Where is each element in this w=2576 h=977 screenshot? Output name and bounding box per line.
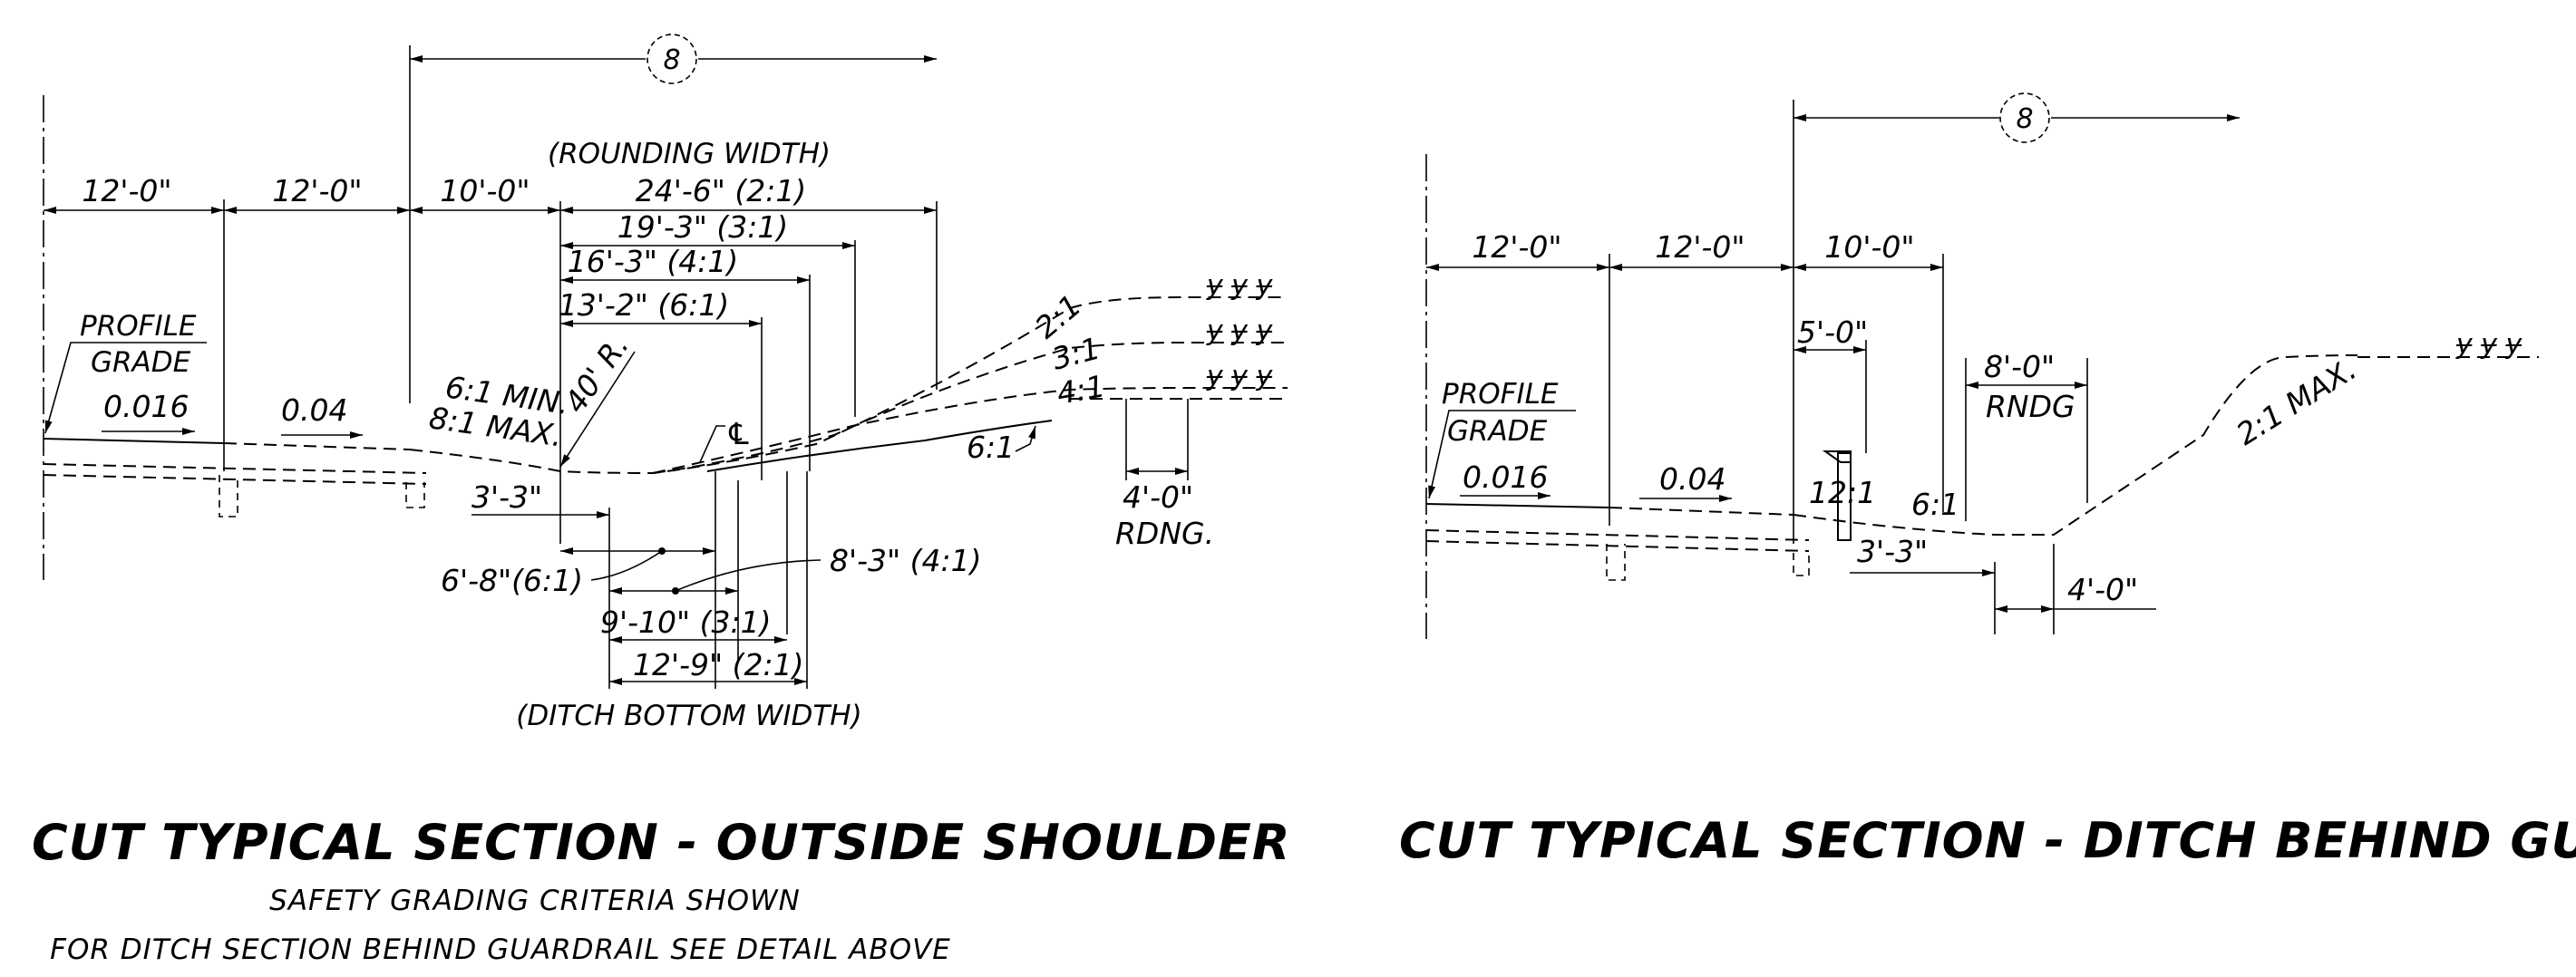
left-subtitle-2: FOR DITCH SECTION BEHIND GUARDRAIL SEE D… xyxy=(50,933,951,966)
pavement-layer xyxy=(1425,540,1810,552)
note8-tag: 8 xyxy=(2016,103,2033,135)
rounding-abbr: RDNG. xyxy=(1115,516,1214,551)
slope-max: 2:1 MAX. xyxy=(2231,351,2363,451)
slope-016: 0.016 xyxy=(103,389,189,424)
slope-4to1: 4:1 xyxy=(1055,368,1108,411)
dim-6ft8: 6'-8"(6:1) xyxy=(441,563,583,598)
dim-12ft-b: 12'-0" xyxy=(1655,229,1745,265)
grass-symbol: ɏ ɏ ɏ xyxy=(1206,270,1274,302)
slope-6to1-leader xyxy=(1015,425,1036,452)
dim-68-leader xyxy=(590,550,663,581)
right-title: CUT TYPICAL SECTION - DITCH BEHIND GUARD… xyxy=(1399,812,2576,869)
dim-12ft-b: 12'-0" xyxy=(272,173,362,208)
rounding-width-label: (ROUNDING WIDTH) xyxy=(548,138,831,170)
dim-83-leader xyxy=(675,559,821,592)
ground-line-2to1 xyxy=(409,296,1288,475)
dim-9ft10: 9'-10" (3:1) xyxy=(600,605,772,640)
dim-10ft: 10'-0" xyxy=(1824,229,1914,265)
ground-line-6to1 xyxy=(706,420,1053,472)
left-title: CUT TYPICAL SECTION - OUTSIDE SHOULDER xyxy=(32,814,1290,871)
pavement-top xyxy=(223,442,411,450)
pavement-top xyxy=(43,438,225,444)
left-subtitle-1: SAFETY GRADING CRITERIA SHOWN xyxy=(269,885,801,917)
ground-line-3to1 xyxy=(652,342,1288,474)
dim-2to1: 24'-6" (2:1) xyxy=(636,173,807,208)
note8-tag-circle xyxy=(1999,92,2050,143)
dim-12ft9: 12'-9" (2:1) xyxy=(633,647,804,682)
dim-12ft-a: 12'-0" xyxy=(1472,229,1561,265)
profile-leader xyxy=(1428,410,1576,499)
dim-6to1: 13'-2" (6:1) xyxy=(559,287,730,323)
pavement-layer xyxy=(43,474,427,485)
dim-3to1: 19'-3" (3:1) xyxy=(617,209,789,245)
pavement-layer xyxy=(43,463,427,474)
ground-line xyxy=(1793,354,2358,536)
dim-3ft3: 3'-3" xyxy=(471,479,542,515)
centerline-symbol: ℄ xyxy=(725,416,753,451)
slope-12to1: 12:1 xyxy=(1809,475,1876,510)
ditch-bottom-width-label: (DITCH BOTTOM WIDTH) xyxy=(516,700,861,732)
dim-8ft3: 8'-3" (4:1) xyxy=(830,543,982,578)
dim-4ft: 4'-0" xyxy=(2067,572,2138,607)
radius-label: 40' R. xyxy=(558,328,636,419)
dim-4to1: 16'-3" (4:1) xyxy=(568,244,739,279)
underdrain xyxy=(1793,553,1810,576)
profile-label: PROFILE xyxy=(1442,378,1559,411)
grass-symbol: ɏ ɏ ɏ xyxy=(2455,329,2523,361)
pavement-top xyxy=(1609,507,1794,516)
rndg-label: RNDG xyxy=(1986,389,2075,424)
ground-line-4to1 xyxy=(652,387,1288,474)
dim-12ft-a: 12'-0" xyxy=(82,173,171,208)
pavement-layer xyxy=(1425,529,1810,541)
underdrain xyxy=(405,482,425,508)
slope-6to1: 6:1 xyxy=(1911,487,1959,522)
grade-label: GRADE xyxy=(1447,415,1548,448)
profile-leader xyxy=(44,342,207,434)
dim-3ft3: 3'-3" xyxy=(1857,534,1928,569)
grass-symbol: ɏ ɏ ɏ xyxy=(1206,361,1274,392)
centerline-leader xyxy=(699,425,725,463)
guardrail-post xyxy=(1837,452,1852,541)
underdrain xyxy=(219,475,238,518)
slope-016: 0.016 xyxy=(1463,459,1548,495)
guardrail-blockout xyxy=(1822,450,1852,463)
profile-label: PROFILE xyxy=(80,310,197,343)
slope-04: 0.04 xyxy=(281,392,347,428)
right-section: 8 12'-0" 12'-0" 10'-0" 5'-0" 8'-0" RNDG … xyxy=(1399,92,2576,869)
underdrain xyxy=(1606,544,1626,581)
pavement-top xyxy=(1425,503,1610,508)
slope-6to1: 6:1 xyxy=(967,430,1015,465)
grass-symbol: ɏ ɏ ɏ xyxy=(1206,315,1274,347)
dim-8ft: 8'-0" xyxy=(1984,349,2055,384)
note8-tag-circle xyxy=(646,34,697,84)
left-section: 8 12'-0" 12'-0" 10'-0" (ROUNDING WIDTH) … xyxy=(32,34,1290,966)
grade-label: GRADE xyxy=(91,346,191,379)
note8-tag: 8 xyxy=(663,44,680,76)
dim-10ft: 10'-0" xyxy=(440,173,530,208)
dim-5ft: 5'-0" xyxy=(1797,314,1868,350)
slope-04: 0.04 xyxy=(1659,461,1725,497)
rounding-dim: 4'-0" xyxy=(1123,479,1193,515)
radius-leader xyxy=(559,351,636,468)
